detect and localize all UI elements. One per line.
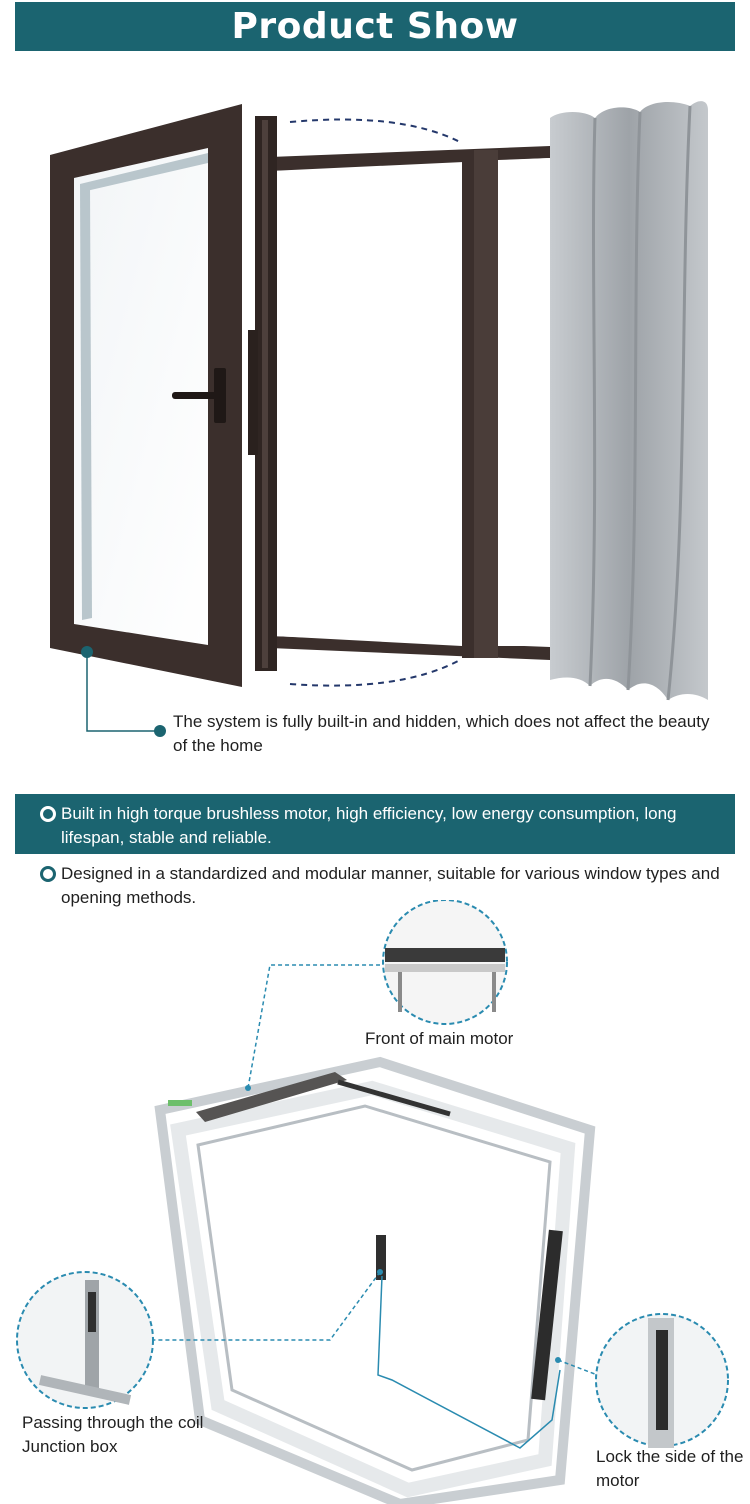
- opened-sash: [50, 104, 242, 687]
- window-frame-3d: [154, 1056, 596, 1504]
- feature-highlight-bar: [15, 794, 735, 854]
- window-curtain-illustration: [50, 101, 708, 737]
- lock-motor: [531, 1229, 563, 1401]
- curtain: [550, 101, 708, 701]
- top-detail-circle: [382, 900, 508, 1025]
- callout-junction-box: Passing through the coil Junction box: [22, 1413, 204, 1456]
- junction-box: [376, 1235, 386, 1280]
- fixed-window-frame: [270, 146, 550, 660]
- main-motor: [196, 1072, 347, 1122]
- sash: [196, 1104, 552, 1472]
- ring-bullet-icon: [40, 866, 56, 882]
- callout-lock-side: Lock the side of the motor: [596, 1447, 744, 1490]
- hero-caption: The system is fully built-in and hidden,…: [173, 712, 710, 755]
- callout-front-motor: Front of main motor: [365, 1029, 514, 1048]
- right-detail-circle: [595, 1313, 729, 1448]
- left-detail-circle: [16, 1271, 154, 1409]
- ring-bullet-icon: [40, 806, 56, 822]
- title-banner: Product Show: [15, 2, 735, 51]
- page-title: Product Show: [231, 6, 519, 47]
- motor-installation-diagram: [16, 900, 729, 1504]
